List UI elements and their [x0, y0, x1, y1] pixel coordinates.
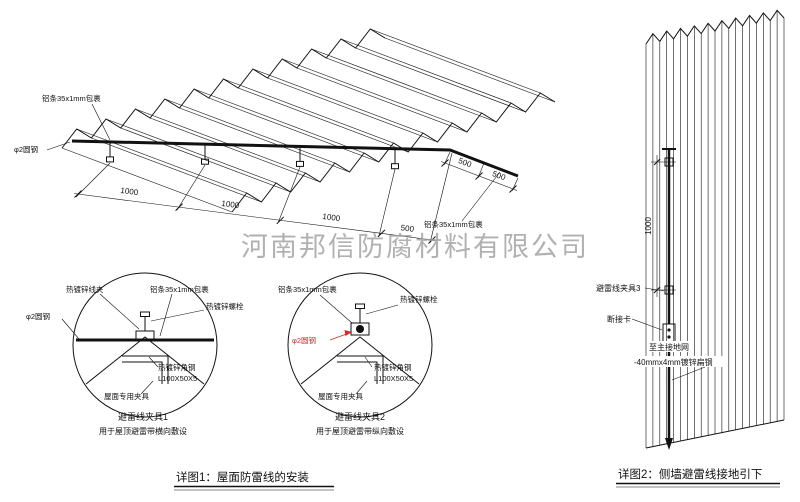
- wall-corrugated-panel: [645, 9, 785, 449]
- wall-dim-1000: 1000: [644, 217, 653, 235]
- roof-ridge-line: [384, 37, 556, 103]
- label-aluminum-wrap-right: 铝条35x1mm包裹: [424, 219, 483, 229]
- roof-ridge-line: [164, 98, 335, 164]
- label-backplate: [632, 356, 726, 367]
- label-angle-spec: L100X50X5: [158, 374, 197, 383]
- dim-1000-a: 1000: [120, 186, 139, 197]
- angle-steel: [337, 361, 378, 384]
- label-clamp-3: 避雷线夹具3: [596, 283, 641, 293]
- lightning-wire: [71, 139, 519, 178]
- roof-back-zigzag-edge: [231, 92, 556, 213]
- caption-2-group: 详图2：侧墙避雷线接地引下: [616, 467, 780, 488]
- roof-ridge-line: [326, 57, 497, 123]
- red-arrowhead: [344, 330, 352, 336]
- detail-circle: [287, 272, 433, 418]
- detail-1-title: 避雷线夹具1: [118, 411, 168, 422]
- roof-ridge-line: [267, 77, 438, 143]
- label-aluminum-wrap-top: 铝条35x1mm包裹: [42, 93, 101, 103]
- detail-2-title: 避雷线夹具2: [335, 411, 385, 422]
- detail-1-clamp-view: 热镀锌线夹 铝条35x1mm包裹 热镀锌螺栓 φ2圆钢 热镀锌角钢 L100X5…: [26, 272, 244, 436]
- angle-steel: [337, 355, 384, 384]
- label-galvanized-bolt: 热镀锌螺栓: [400, 294, 438, 304]
- wire-support: [106, 142, 114, 163]
- roof-ridge-line: [105, 118, 277, 184]
- leader-line: [461, 171, 501, 222]
- label-roof-clamp: 屋面专用夹具: [318, 391, 363, 401]
- label-disconnect-link: 断接卡: [607, 314, 631, 324]
- angle-steel: [122, 355, 169, 384]
- roof-ridge-line: [355, 47, 526, 113]
- label-aluminum-wrap: 铝条35x1mm包裹: [150, 284, 209, 294]
- dim-1000-c: 1000: [322, 212, 341, 223]
- roof-ridge-section: [85, 336, 205, 385]
- label-galvanized-bolt: 热镀锌螺栓: [206, 301, 244, 311]
- roof-labels: 铝条35x1mm包裹 φ2圆钢 铝条35x1mm包裹: [14, 93, 501, 229]
- roof-ridge-line: [91, 137, 262, 203]
- dim-1000-b: 1000: [221, 199, 240, 210]
- label-to-ground-grid: 至主接地网: [649, 342, 689, 352]
- roof-ridge-line: [149, 117, 321, 183]
- roof-ridge-line: [61, 147, 233, 213]
- wire-support: [391, 149, 399, 170]
- roof-ridge-line: [370, 28, 541, 94]
- roof-ridge-line: [120, 127, 291, 193]
- label-round-steel: φ2圆钢: [26, 311, 50, 321]
- roof-ridge-line: [135, 108, 306, 174]
- roof-ridge-line: [282, 58, 453, 124]
- disconnect-bolt: [667, 335, 671, 339]
- roof-ridge-line: [76, 128, 247, 194]
- disconnect-link: [662, 323, 676, 343]
- label-angle-steel: 热镀锌角钢: [374, 362, 412, 372]
- dim-500-a: 500: [400, 223, 415, 234]
- roof-dimension-chain: 1000 1000 1000 500: [73, 152, 453, 244]
- wire-support: [201, 145, 209, 165]
- roof-ridge-line: [193, 88, 365, 154]
- wire-cross-section: [356, 325, 364, 333]
- label-round-steel: φ2圆钢: [14, 144, 38, 154]
- label-flat-steel: -40mmx4mm镀锌扁钢: [634, 357, 713, 367]
- dimension-line: [73, 193, 437, 241]
- detail-circle: [72, 272, 218, 418]
- leader-line: [91, 103, 111, 141]
- disconnect-bolt: [667, 328, 671, 332]
- angle-steel: [122, 361, 163, 384]
- detail-2-subtitle: 用于屋顶避雷带纵向敷设: [316, 426, 404, 436]
- roof-ridge-line: [223, 78, 394, 144]
- detail-2-clamp-view: 铝条35x1mm包裹 热镀锌螺栓 φ2圆钢 热镀锌角钢 L100X50X5 屋面…: [278, 272, 438, 436]
- caption-detail-2: 详图2：侧墙避雷线接地引下: [618, 467, 762, 481]
- wire-support: [296, 147, 304, 167]
- roof-lightning-wire-group: [71, 139, 519, 178]
- roof-ridge-line: [252, 68, 424, 134]
- roof-ridge-line: [208, 97, 379, 163]
- bolt-head: [140, 311, 150, 317]
- label-roof-clamp: 屋面专用夹具: [104, 391, 149, 401]
- detail-1-subtitle: 用于屋顶避雷带横向敷设: [99, 426, 187, 436]
- wall-down-conductor-group: 1000 避雷线夹具3 断接卡 至主接地网 -40mmx4mm镀锌扁钢: [596, 148, 726, 450]
- label-aluminum-wrap: 铝条35x1mm包裹: [278, 284, 337, 294]
- ground-arrow: [665, 438, 673, 450]
- label-round-steel-red: φ2圆钢: [292, 335, 316, 345]
- label-angle-steel: 热镀锌角钢: [158, 362, 196, 372]
- label-backplate: [647, 341, 691, 352]
- roof-ridge-line: [311, 48, 482, 114]
- roof-ridge-line: [238, 87, 409, 153]
- label-galvanized-clip: 热镀锌线夹: [66, 284, 104, 294]
- bolt-head: [355, 303, 365, 309]
- label-angle-spec: L100X50X5: [374, 374, 413, 383]
- leader-line: [46, 141, 71, 151]
- roof-corrugated-sheet: [61, 28, 556, 213]
- roof-ridge-line: [340, 38, 512, 104]
- roof-ridge-line: [296, 67, 468, 133]
- roof-front-zigzag-edge: [61, 28, 386, 149]
- caption-detail-1: 详图1：屋面防雷线的安装: [176, 470, 309, 484]
- roof-ridge-section: [300, 336, 420, 385]
- roof-ridge-line: [179, 107, 350, 173]
- company-watermark: 河南邦信防腐材料有限公司: [241, 232, 589, 262]
- caption-1-group: 详图1：屋面防雷线的安装: [174, 470, 334, 491]
